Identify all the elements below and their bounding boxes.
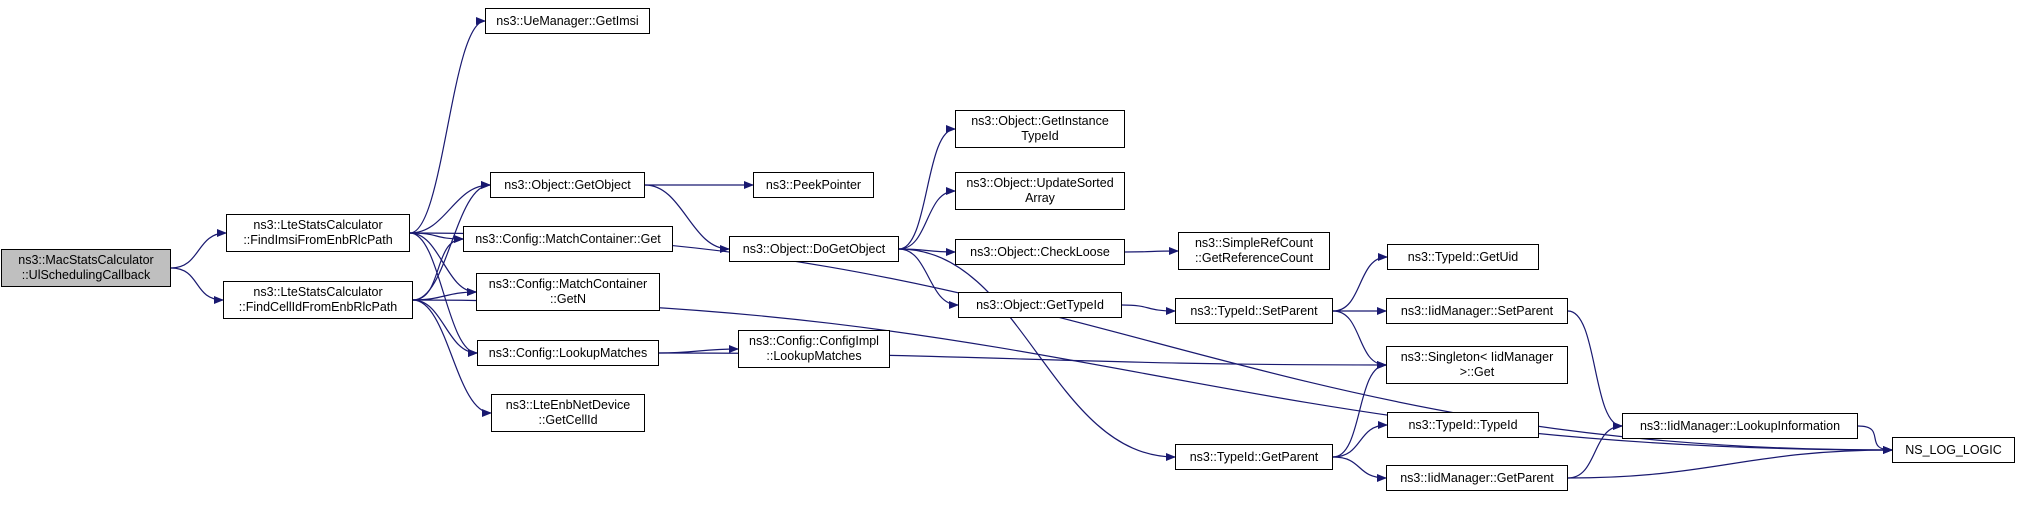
edge-findcell-to-nslog (412, 299, 1893, 454)
node-label-line: ::UlSchedulingCallback (21, 268, 151, 282)
node-singleton-iidmanager-get[interactable]: ns3::Singleton< IidManager >::Get (1386, 346, 1568, 384)
node-label-line: ns3::LteStatsCalculator (253, 285, 383, 299)
edge-checkloose-to-simpleref (1124, 247, 1179, 256)
node-typeid-typeid[interactable]: ns3::TypeId::TypeId (1387, 412, 1539, 438)
node-label-line: ns3::Object::GetInstance (971, 114, 1109, 128)
node-label-line: ns3::Config::ConfigImpl (749, 334, 879, 348)
node-label-line: ns3::TypeId::TypeId (1408, 417, 1518, 432)
node-label-line: ns3::Object::CheckLoose (970, 244, 1110, 259)
node-label-line: ns3::Object::UpdateSorted (966, 176, 1114, 190)
node-object-getinstancetypeid[interactable]: ns3::Object::GetInstance TypeId (955, 110, 1125, 148)
edge-iidgetp-to-lookupinfo (1567, 422, 1623, 479)
edge-setparent-to-singleton (1332, 310, 1387, 369)
edge-gettypeid-to-setparent (1121, 304, 1176, 315)
node-mac-stats-ul-scheduling-callback[interactable]: ns3::MacStatsCalculator ::UlSchedulingCa… (1, 249, 171, 287)
node-label-line: ns3::Config::MatchContainer::Get (475, 231, 661, 246)
edge-findcell-to-lookup (412, 299, 478, 357)
node-object-dogetobject[interactable]: ns3::Object::DoGetObject (729, 236, 899, 262)
node-label-line: ::FindCellIdFromEnbRlcPath (238, 300, 398, 314)
node-label-line: ns3::MacStatsCalculator (18, 253, 154, 267)
node-label-line: ns3::IidManager::SetParent (1400, 303, 1554, 318)
edge-dogetobj-to-gettypeid (898, 248, 959, 309)
node-find-imsi-from-enb-rlc-path[interactable]: ns3::LteStatsCalculator ::FindImsiFromEn… (226, 214, 410, 252)
node-label-line: ns3::Config::MatchContainer (488, 277, 648, 291)
node-iidmanager-setparent[interactable]: ns3::IidManager::SetParent (1386, 298, 1568, 324)
node-label-line: ns3::Object::GetObject (504, 177, 631, 192)
edge-lookup-to-cfgimpl (658, 345, 739, 354)
node-object-checkloose[interactable]: ns3::Object::CheckLoose (955, 239, 1125, 265)
node-label-line: ns3::Object::DoGetObject (742, 241, 886, 256)
node-matchcontainer-get[interactable]: ns3::Config::MatchContainer::Get (463, 226, 673, 252)
node-iidmanager-lookupinformation[interactable]: ns3::IidManager::LookupInformation (1622, 413, 1858, 439)
node-label-line: ::GetN (549, 292, 587, 306)
edge-findimsi-to-lookup (409, 232, 478, 357)
node-configimpl-lookupmatches[interactable]: ns3::Config::ConfigImpl ::LookupMatches (738, 330, 890, 368)
edge-findcell-to-mcget (412, 235, 464, 301)
node-label-line: TypeId (1021, 129, 1059, 143)
node-iidmanager-getparent[interactable]: ns3::IidManager::GetParent (1386, 465, 1568, 491)
node-label-line: ns3::SimpleRefCount (1194, 236, 1314, 250)
node-label-line: ns3::TypeId::SetParent (1190, 303, 1318, 318)
node-label-line: Array (1025, 191, 1055, 205)
edge-dogetobj-to-instance (898, 125, 956, 250)
node-label-line: ::GetCellId (538, 413, 598, 427)
node-peekpointer[interactable]: ns3::PeekPointer (753, 172, 874, 198)
edge-getparent-to-singleton (1332, 361, 1387, 458)
node-label-line: ns3::UeManager::GetImsi (496, 13, 639, 28)
node-label-line: ns3::TypeId::GetUid (1407, 249, 1519, 264)
edge-getparent-to-iidgetp (1332, 456, 1387, 482)
node-label-line: ns3::Singleton< IidManager (1400, 350, 1554, 364)
node-simplerefcount-getreferencecount[interactable]: ns3::SimpleRefCount ::GetReferenceCount (1178, 232, 1330, 270)
node-config-lookupmatches[interactable]: ns3::Config::LookupMatches (477, 340, 659, 366)
edge-getobject-to-dogetobj (644, 184, 730, 253)
edge-dogetobj-to-updsorted (898, 187, 956, 250)
node-label-line: ns3::Config::LookupMatches (488, 345, 648, 360)
node-typeid-setparent[interactable]: ns3::TypeId::SetParent (1175, 298, 1333, 324)
edge-lookupinfo-to-nslog (1857, 425, 1893, 454)
node-label-line: ns3::TypeId::GetParent (1189, 449, 1319, 464)
edge-dogetobj-to-getparent (898, 248, 1176, 461)
node-typeid-getuid[interactable]: ns3::TypeId::GetUid (1387, 244, 1539, 270)
node-object-updatesortedarray[interactable]: ns3::Object::UpdateSorted Array (955, 172, 1125, 210)
edge-setparent-to-getuid (1332, 253, 1388, 312)
node-label-line: ns3::IidManager::LookupInformation (1639, 418, 1841, 433)
node-label-line: ns3::IidManager::GetParent (1400, 470, 1554, 485)
edge-iidset-to-lookupinfo (1567, 310, 1623, 430)
node-ns-log-logic[interactable]: NS_LOG_LOGIC (1892, 437, 2015, 463)
edge-findcell-to-enbcell (412, 299, 492, 417)
node-label-line: ::GetReferenceCount (1194, 251, 1314, 265)
edge-iidgetp-to-nslog (1567, 446, 1893, 479)
node-label-line: ns3::LteStatsCalculator (253, 218, 383, 232)
edge-getparent-to-typeid (1332, 421, 1388, 458)
node-label-line: ns3::PeekPointer (765, 177, 862, 192)
node-typeid-getparent[interactable]: ns3::TypeId::GetParent (1175, 444, 1333, 470)
node-uemanager-getimsi[interactable]: ns3::UeManager::GetImsi (485, 8, 650, 34)
node-label-line: >::Get (1459, 365, 1495, 379)
edge-mac-to-findimsi (170, 229, 227, 269)
edge-findimsi-to-getobject (409, 181, 491, 234)
node-label-line: ::FindImsiFromEnbRlcPath (243, 233, 393, 247)
node-label-line: NS_LOG_LOGIC (1905, 442, 2002, 457)
node-object-gettypeid[interactable]: ns3::Object::GetTypeId (958, 292, 1122, 318)
node-matchcontainer-getn[interactable]: ns3::Config::MatchContainer ::GetN (476, 273, 660, 311)
node-find-cellid-from-enb-rlc-path[interactable]: ns3::LteStatsCalculator ::FindCellIdFrom… (223, 281, 413, 319)
node-object-getobject[interactable]: ns3::Object::GetObject (490, 172, 645, 198)
node-label-line: ::LookupMatches (766, 349, 862, 363)
edge-findcell-to-mcgetn (412, 288, 477, 301)
node-lteenbnetdevice-getcellid[interactable]: ns3::LteEnbNetDevice ::GetCellId (491, 394, 645, 432)
node-label-line: ns3::Object::GetTypeId (976, 297, 1104, 312)
node-label-line: ns3::LteEnbNetDevice (505, 398, 631, 412)
edge-findimsi-to-uemgr (409, 17, 486, 234)
edge-mac-to-findcell (170, 267, 224, 304)
